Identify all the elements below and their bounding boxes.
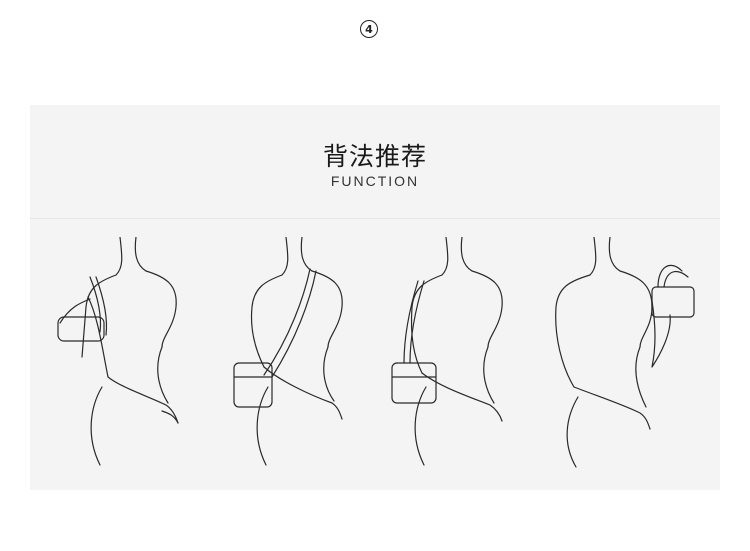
- section-title: 背法推荐: [322, 142, 427, 171]
- crossbody-carry-illustration: [220, 237, 380, 477]
- carry-figures: [30, 219, 720, 490]
- single-shoulder-carry-illustration: [380, 237, 540, 477]
- hand-carry-illustration: [540, 237, 700, 477]
- carry-methods-panel: 背法推荐 FUNCTION: [30, 105, 720, 490]
- step-number: 4: [365, 22, 373, 36]
- panel-header: 背法推荐 FUNCTION: [30, 105, 720, 219]
- step-number-badge: 4: [360, 20, 378, 38]
- section-subtitle: FUNCTION: [330, 173, 420, 189]
- shoulder-carry-illustration: [50, 237, 210, 477]
